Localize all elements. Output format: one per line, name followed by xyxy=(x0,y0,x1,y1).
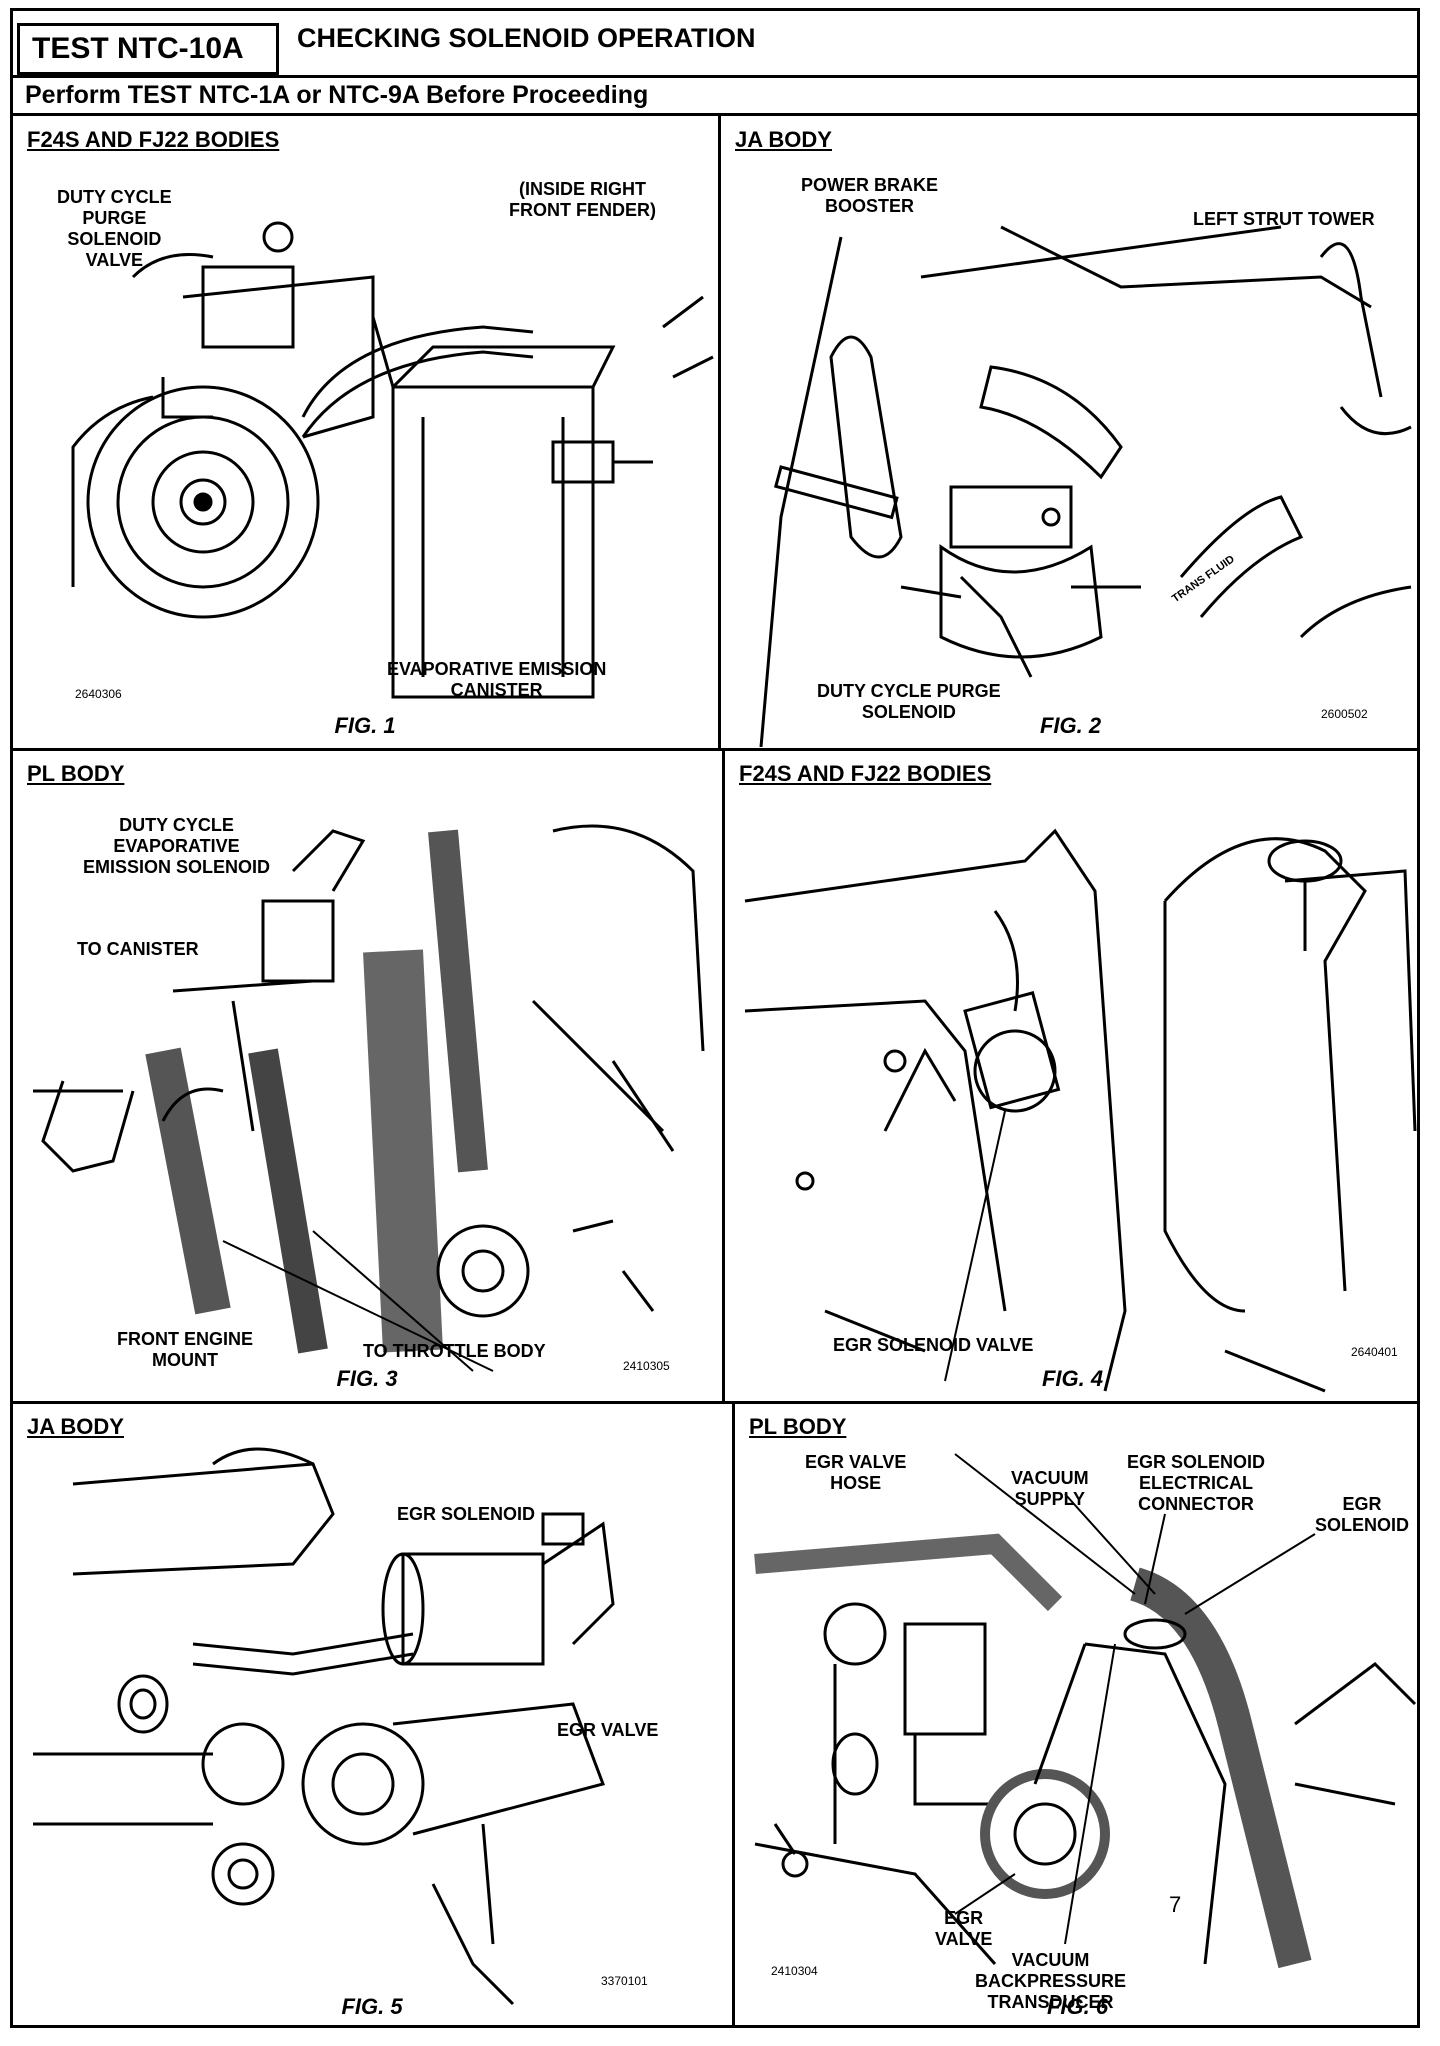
grid-divider xyxy=(718,114,721,750)
engine-illustration xyxy=(33,824,705,1372)
test-sheet: TEST NTC-10A CHECKING SOLENOID OPERATION… xyxy=(10,8,1420,2028)
engine-illustration xyxy=(71,221,714,699)
figure-caption: FIG. 1 xyxy=(334,713,396,738)
drawing-code: 3370101 xyxy=(601,1974,648,1988)
grid-divider xyxy=(13,1401,1417,1404)
figure-panel-5: JA BODY EGR SOLENOID EGR VALVE 3370101 F… xyxy=(13,1404,731,2028)
figure-caption: FIG. 6 xyxy=(1046,1994,1109,2019)
engine-illustration xyxy=(33,1447,615,2006)
drawing-code: 2600502 xyxy=(1321,707,1368,721)
drawing-code: 2410304 xyxy=(771,1964,818,1978)
header-divider xyxy=(13,75,1417,78)
figure-caption: FIG. 4 xyxy=(1041,1366,1104,1391)
figure-caption: FIG. 5 xyxy=(341,1994,403,2019)
label: EGR SOLENOID VALVE xyxy=(833,1335,1034,1355)
panel-title: F24S AND FJ22 BODIES xyxy=(27,127,280,152)
label: LEFT STRUT TOWER xyxy=(1193,209,1375,229)
engine-illustration xyxy=(744,828,1417,1393)
header-bottom-rule xyxy=(13,113,1417,116)
figure-panel-4: F24S AND FJ22 BODIES EGR SOLENOID VALVE … xyxy=(725,751,1420,1400)
panel-title: PL BODY xyxy=(27,761,125,786)
grid-divider xyxy=(13,748,1417,751)
panel-title: JA BODY xyxy=(27,1414,124,1439)
engine-illustration xyxy=(759,225,1412,747)
figure-caption: FIG. 3 xyxy=(336,1366,398,1391)
label: TO THROTTLE BODY xyxy=(363,1341,546,1361)
test-id-box: TEST NTC-10A xyxy=(17,23,279,75)
label: EGR VALVE xyxy=(557,1720,659,1740)
prerequisite-note: Perform TEST NTC-1A or NTC-9A Before Pro… xyxy=(25,81,649,109)
panel-title: JA BODY xyxy=(735,127,832,152)
label: 7 xyxy=(1169,1892,1182,1917)
figure-caption: FIG. 2 xyxy=(1039,713,1102,738)
engine-illustration xyxy=(754,1453,1417,1969)
test-title: CHECKING SOLENOID OPERATION xyxy=(297,23,756,53)
panel-title: F24S AND FJ22 BODIES xyxy=(739,761,992,786)
label: TO CANISTER xyxy=(77,939,199,959)
grid-divider xyxy=(732,1402,735,2028)
grid-divider xyxy=(722,749,725,1403)
drawing-code: 2410305 xyxy=(623,1359,670,1373)
header: TEST NTC-10A CHECKING SOLENOID OPERATION… xyxy=(13,11,1417,116)
panel-title: PL BODY xyxy=(749,1414,847,1439)
drawing-code: 2640306 xyxy=(75,687,122,701)
drawing-code: 2640401 xyxy=(1351,1345,1398,1359)
label: EGR SOLENOID xyxy=(397,1504,536,1524)
